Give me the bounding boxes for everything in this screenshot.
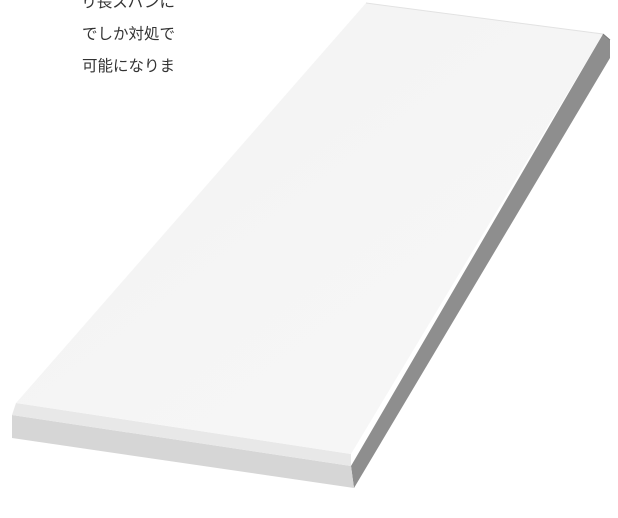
panel-bevel-edge: [12, 403, 351, 466]
text-line-1: り長スパンに: [81, 0, 175, 11]
text-line-2: でしか対処で: [81, 25, 175, 43]
panel-front-face: [12, 415, 354, 488]
text-line-3: 可能になりま: [81, 57, 175, 75]
body-text: り長スパンに でしか対処で 可能になりま: [0, 0, 175, 82]
panel-side-face: [351, 34, 610, 488]
panel-top-face: [16, 3, 603, 454]
